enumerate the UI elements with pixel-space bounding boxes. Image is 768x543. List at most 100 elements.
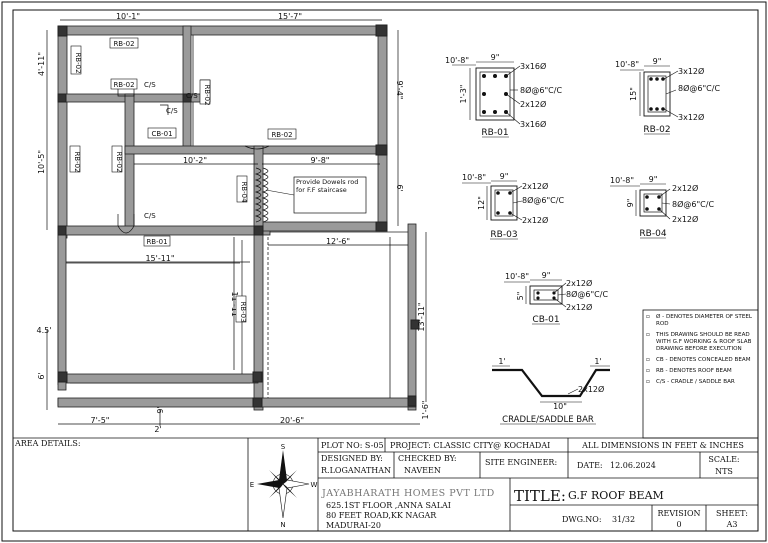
rb02-top: 10'-8" <box>615 60 639 69</box>
note-text: RB - DENOTES ROOF BEAM <box>656 368 732 374</box>
dim-right-1311: 13'-11" <box>417 302 426 331</box>
note-text: Ø - DENOTES DIAMETER OF STEEL ROD <box>656 314 752 327</box>
note-item: ▫Ø - DENOTES DIAMETER OF STEEL ROD <box>646 314 757 328</box>
dim-left-6: 6' <box>37 372 46 379</box>
dim-mid-1511: 15'-11" <box>145 254 174 263</box>
dim-bot-2: 2' <box>154 425 161 434</box>
label-rb02-b: RB-02 <box>74 52 82 73</box>
label-rb01: RB-01 <box>146 238 167 246</box>
site-engineer: SITE ENGINEER: <box>485 458 557 467</box>
cb01-bar-3: 2x12Ø <box>566 302 592 312</box>
note-item: ▫C/S - CRADLE / SADDLE BAR <box>646 379 757 386</box>
label-rb02-d: RB-02 <box>203 84 211 105</box>
rb04-bar-1: 2x12Ø <box>672 183 698 193</box>
label-rb02-g: RB-02 <box>271 131 292 139</box>
label-rb02-e: RB-02 <box>73 151 81 172</box>
rb03-bar-1: 2x12Ø <box>522 181 548 191</box>
section-rb01 <box>452 61 521 125</box>
rb03-top: 10'-8" <box>462 173 486 182</box>
rb04-bar-2: 8Ø@6"C/C <box>672 199 714 209</box>
section-rb01-texts: 10'-8" 9" 1'-3" 3x16Ø 8Ø@6"C/C 2x12Ø 3x1… <box>445 53 562 138</box>
dim-mid-126: 12'-6" <box>326 237 350 246</box>
note-item: ▫THIS DRAWING SHOULD BE READ WITH G.F WO… <box>646 332 757 353</box>
cradle-bar <box>492 365 610 403</box>
rb01-bar-3: 2x12Ø <box>520 99 546 109</box>
drawing-title: G.F ROOF BEAM <box>568 489 664 502</box>
rb01-bar-1: 3x16Ø <box>520 61 546 71</box>
rb04-width: 9" <box>649 175 658 184</box>
rb02-width: 9" <box>653 57 662 66</box>
compass-w: W <box>311 481 318 489</box>
rb01-bar-2: 8Ø@6"C/C <box>520 85 562 95</box>
plot-no: PLOT NO: S-05 <box>321 441 384 450</box>
address-2: 80 FEET ROAD,KK NAGAR <box>326 511 437 520</box>
compass-n: N <box>280 521 285 529</box>
date-label: DATE: <box>577 461 603 470</box>
plan-beam-labels: RB-02 RB-02 RB-02 RB-02 RB-02 RB-02 RB-0… <box>69 37 297 323</box>
rb01-name: RB-01 <box>481 128 508 138</box>
section-cb01 <box>504 279 567 308</box>
rb04-depth: 9" <box>626 199 635 208</box>
cradle-bottom: 10" <box>553 402 567 411</box>
sheet-label: SHEET: <box>716 509 748 518</box>
rb01-depth: 1'-3" <box>459 85 468 104</box>
rb03-depth: 12" <box>477 196 486 210</box>
designed-by: R.LOGANATHAN <box>321 466 391 475</box>
section-rb04 <box>610 183 671 220</box>
dim-left-45: 4.5' <box>37 326 52 335</box>
rb04-top: 10'-8" <box>610 176 634 185</box>
dim-bot-206: 20'-6" <box>280 416 304 425</box>
note-text: CB - DENOTES CONCEALED BEAM <box>656 357 751 363</box>
notes-wrap: ▫Ø - DENOTES DIAMETER OF STEEL ROD ▫THIS… <box>646 314 757 386</box>
cradle-title: CRADLE/SADDLE BAR <box>502 415 594 425</box>
rb04-name: RB-04 <box>639 229 666 239</box>
dim-top-left: 10'-1" <box>116 12 140 21</box>
rb03-bar-2: 8Ø@6"C/C <box>522 195 564 205</box>
section-rb03-texts: 10'-8" 9" 12" 2x12Ø 8Ø@6"C/C 2x12Ø RB-03 <box>462 172 564 240</box>
cradle-texts: 1' 1' 10" 2x12Ø CRADLE/SADDLE BAR <box>498 357 604 425</box>
label-rb04: RB-04 <box>240 181 248 203</box>
rb03-name: RB-03 <box>490 230 517 240</box>
cb01-depth: 5" <box>516 292 525 301</box>
label-cs-c: C/S <box>166 107 178 115</box>
scale-label: SCALE: <box>708 455 739 464</box>
title-block-texts: AREA DETAILS: PLOT NO: S-05 PROJECT: CLA… <box>14 439 748 530</box>
date: 12.06.2024 <box>610 461 656 470</box>
label-cs-b: C/S <box>144 212 156 220</box>
project: PROJECT: CLASSIC CITY@ KOCHADAI <box>390 441 550 450</box>
checked-by-label: CHECKED BY: <box>398 454 457 463</box>
inner-border <box>12 9 759 532</box>
dim-mid-98: 9'-8" <box>311 156 330 165</box>
cradle-right: 1' <box>594 357 601 366</box>
section-rb02 <box>620 65 679 118</box>
sheet: A3 <box>726 520 738 529</box>
cb01-bar-1: 2x12Ø <box>566 278 592 288</box>
cradle-bar-label: 2x12Ø <box>578 384 604 394</box>
plan-dimension-texts: 10'-1" 15'-7" 4'-11" 10'-5" 9'-4" 6' 10'… <box>37 12 430 434</box>
cb01-width: 9" <box>542 271 551 280</box>
company-name: JAYABHARATH HOMES PVT LTD <box>321 488 495 499</box>
designed-by-label: DESIGNED BY: <box>321 454 383 463</box>
dim-left-mid: 10'-5" <box>37 150 46 174</box>
address-1: 625.1ST FLOOR ,ANNA SALAI <box>326 501 451 510</box>
dim-bot-16: 1'-6" <box>421 401 430 420</box>
address-3: MADURAI-20 <box>326 521 381 530</box>
compass-e: E <box>250 481 254 489</box>
note-item: ▫CB - DENOTES CONCEALED BEAM <box>646 357 757 364</box>
dim-mid-102: 10'-2" <box>183 156 207 165</box>
section-rb04-texts: 10'-8" 9" 9" 2x12Ø 8Ø@6"C/C 2x12Ø RB-04 <box>610 175 714 239</box>
cb01-bar-2: 8Ø@6"C/C <box>566 289 608 299</box>
rb01-top: 10'-8" <box>445 56 469 65</box>
label-cb01: CB-01 <box>151 130 172 138</box>
note-item: ▫RB - DENOTES ROOF BEAM <box>646 368 757 375</box>
staircase-note-box <box>293 176 367 214</box>
revision: 0 <box>676 520 681 529</box>
cradle-left: 1' <box>498 357 505 366</box>
rb02-name: RB-02 <box>643 125 670 135</box>
note-text: C/S - CRADLE / SADDLE BAR <box>656 379 735 385</box>
label-cs-a: C/S <box>144 81 156 89</box>
compass-letters: S E W N <box>250 443 318 529</box>
rb03-width: 9" <box>500 172 509 181</box>
